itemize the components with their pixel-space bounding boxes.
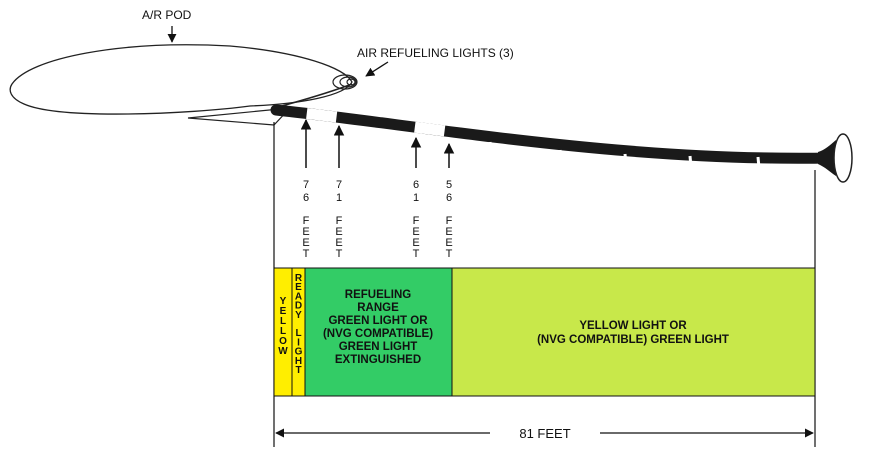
pod-fairing — [187, 107, 292, 126]
far-zone — [451, 267, 816, 397]
pod-label: A/R POD — [142, 8, 192, 22]
marker-76-digit1: 7 — [303, 179, 309, 191]
marker-76-digit2: 6 — [303, 192, 309, 204]
refueling-lights-icon — [332, 74, 358, 90]
refueling-range-zone — [304, 267, 453, 397]
total-length-label: 81 FEET — [519, 426, 570, 441]
far-zone-text: YELLOW LIGHT OR(NVG COMPATIBLE) GREEN LI… — [537, 320, 729, 346]
marker-arrows — [300, 118, 455, 168]
refueling-hose — [270, 83, 836, 169]
lights-label: AIR REFUELING LIGHTS (3) — [357, 46, 514, 60]
hose-markers — [488, 141, 761, 169]
ar-pod-shape — [9, 44, 353, 115]
lights-arrow — [365, 61, 389, 77]
zone-band — [273, 267, 816, 397]
drogue-basket — [818, 133, 853, 183]
